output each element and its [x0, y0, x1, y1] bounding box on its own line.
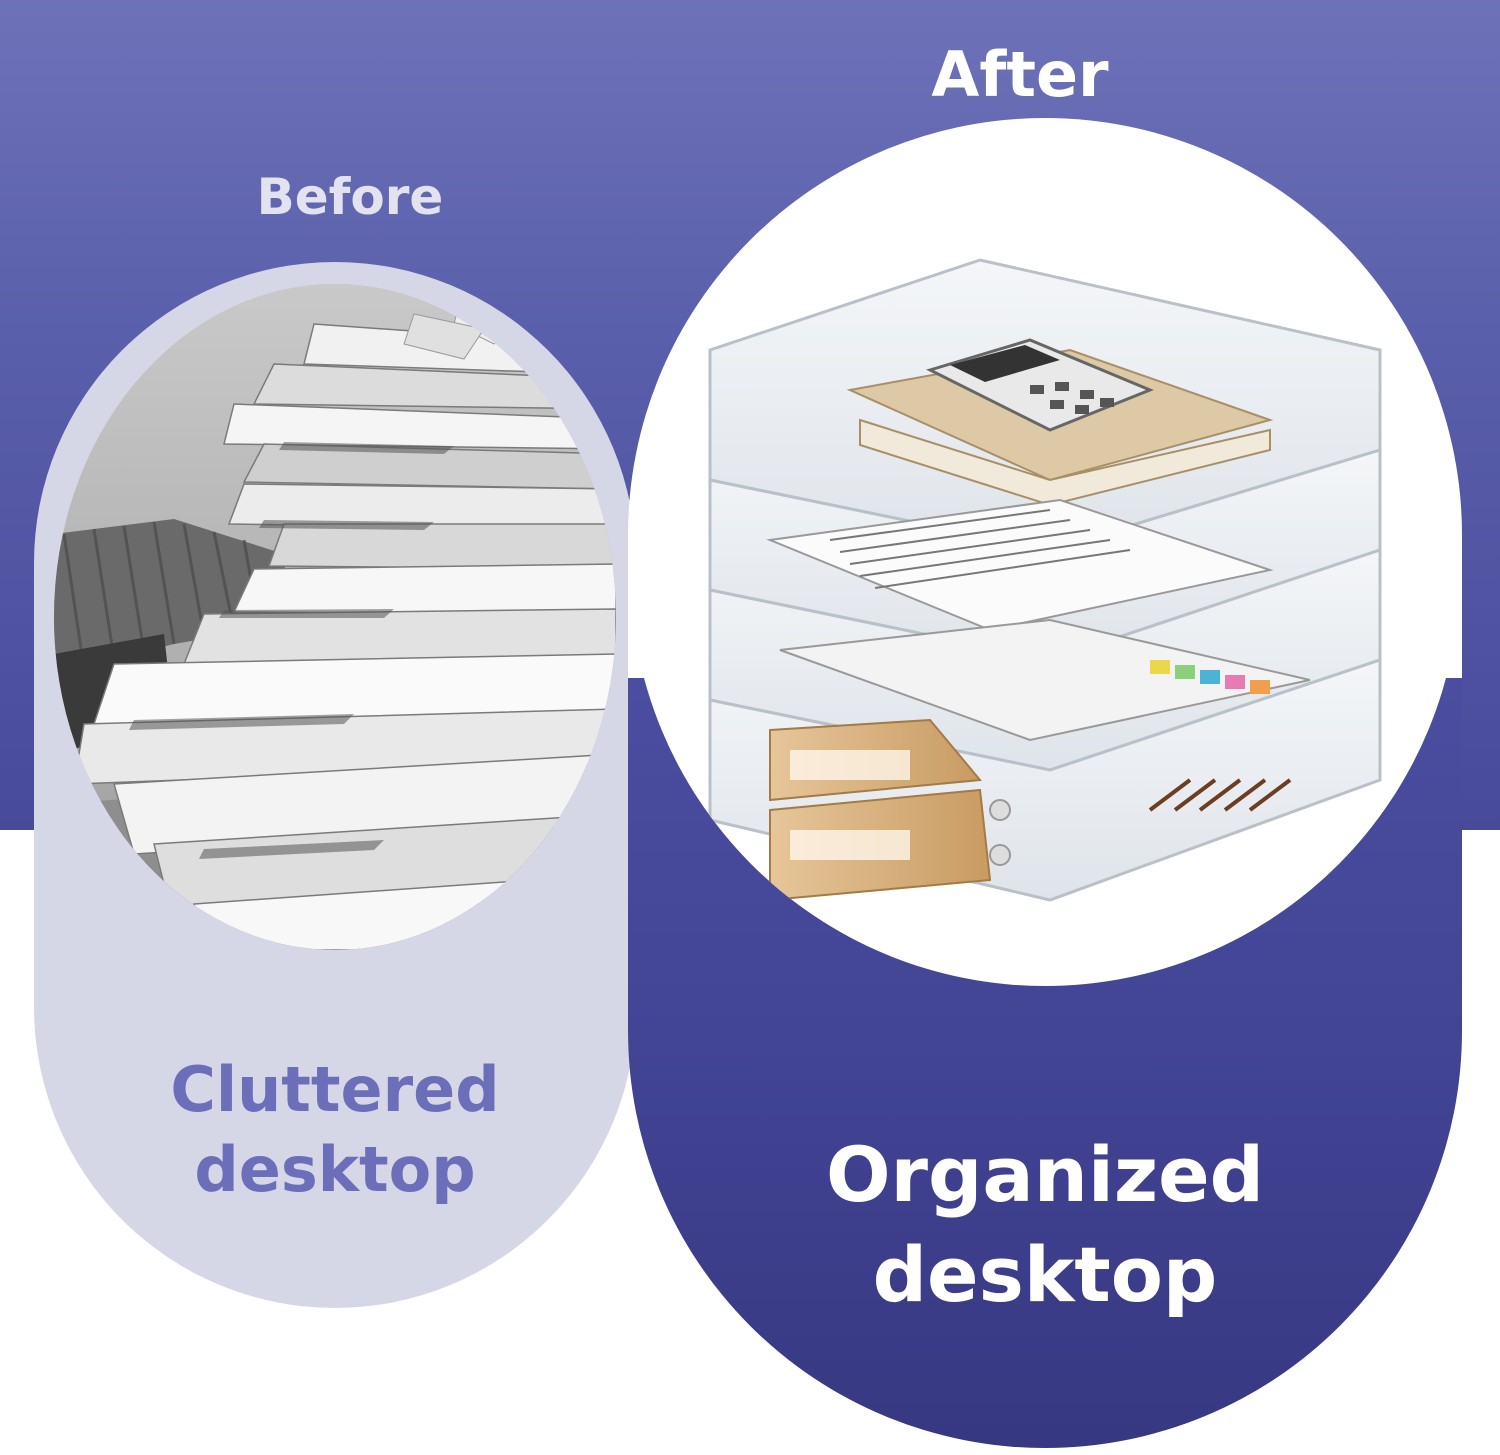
after-panel: Organized desktop	[628, 118, 1462, 1448]
acrylic-tray-illustration	[708, 258, 1382, 902]
after-caption-line2: desktop	[872, 1230, 1218, 1319]
after-caption-line1: Organized	[825, 1130, 1265, 1219]
before-panel: Cluttered desktop	[34, 262, 636, 1308]
before-caption-line1: Cluttered	[170, 1053, 500, 1126]
cluttered-desk-photo	[54, 284, 616, 950]
after-heading: After	[931, 38, 1109, 111]
after-caption: Organized desktop	[628, 1125, 1462, 1325]
before-heading: Before	[256, 168, 444, 226]
before-caption: Cluttered desktop	[34, 1050, 636, 1210]
organized-trays-photo	[630, 120, 1460, 986]
before-caption-line2: desktop	[194, 1133, 476, 1206]
paper-pile-illustration	[54, 284, 616, 950]
